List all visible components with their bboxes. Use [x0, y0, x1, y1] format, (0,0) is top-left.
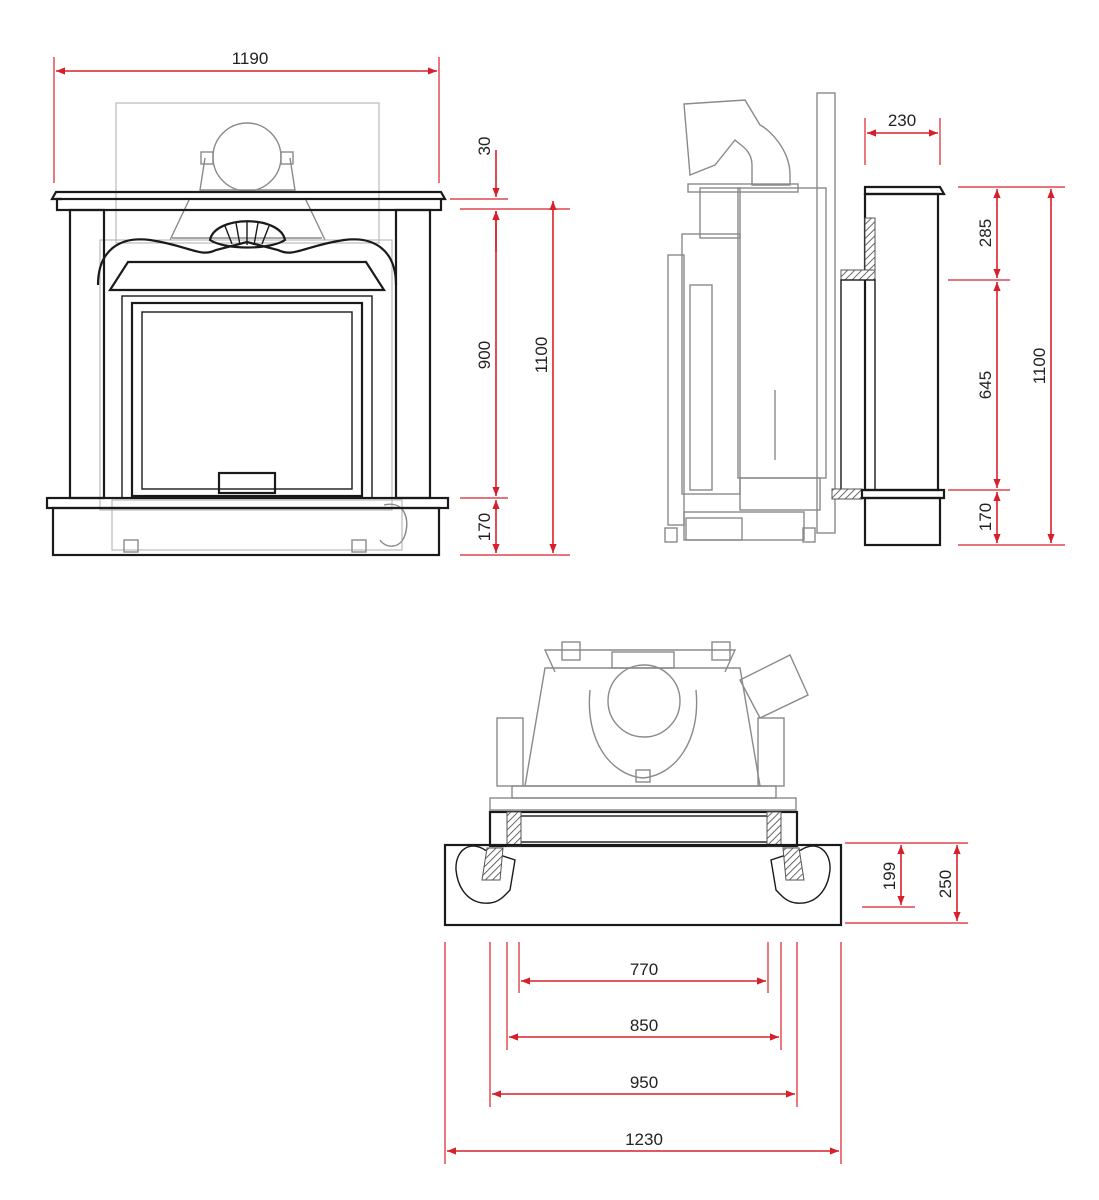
plan-width-950-label: 950: [630, 1073, 658, 1092]
front-top-gap-label: 30: [475, 137, 494, 156]
side-depth-dimension: 230: [864, 111, 941, 165]
plan-depth-dimensions: 199 250: [845, 842, 968, 924]
front-stove: [99, 102, 408, 553]
front-width-dimension: 1190: [53, 49, 440, 183]
side-height-dimensions: 285 645 170 1100: [948, 186, 1065, 546]
front-total-height-label: 1100: [532, 337, 551, 374]
plan-width-1230-label: 1230: [625, 1130, 663, 1149]
plan-width-dimensions: 770 850 950 1230: [444, 942, 842, 1164]
side-stove: [664, 92, 836, 543]
plan-width-850-label: 850: [630, 1016, 658, 1035]
side-mantel: [831, 185, 946, 547]
front-height-dimensions: 30 900 170 1100: [450, 137, 570, 556]
plan-view: 199 250 770 850 950 1230: [443, 641, 968, 1164]
side-upper-label: 285: [976, 219, 995, 247]
side-view: 230 285 645 170 1100: [664, 92, 1065, 547]
side-depth-label: 230: [888, 111, 916, 130]
plan-mantel: [443, 810, 843, 927]
side-middle-label: 645: [976, 371, 995, 399]
plan-total-depth-label: 250: [936, 870, 955, 898]
plan-stove: [489, 641, 809, 811]
front-view: 1190 30 900 170 1100: [45, 49, 570, 557]
side-base-label: 170: [976, 503, 995, 531]
plan-inner-depth-label: 199: [880, 862, 899, 890]
front-mantel: [45, 190, 450, 557]
front-base-height-label: 170: [475, 513, 494, 541]
side-total-height-label: 1100: [1030, 348, 1049, 385]
front-firebox-height-label: 900: [475, 341, 494, 369]
plan-width-770-label: 770: [630, 960, 658, 979]
front-width-label: 1190: [232, 49, 269, 68]
